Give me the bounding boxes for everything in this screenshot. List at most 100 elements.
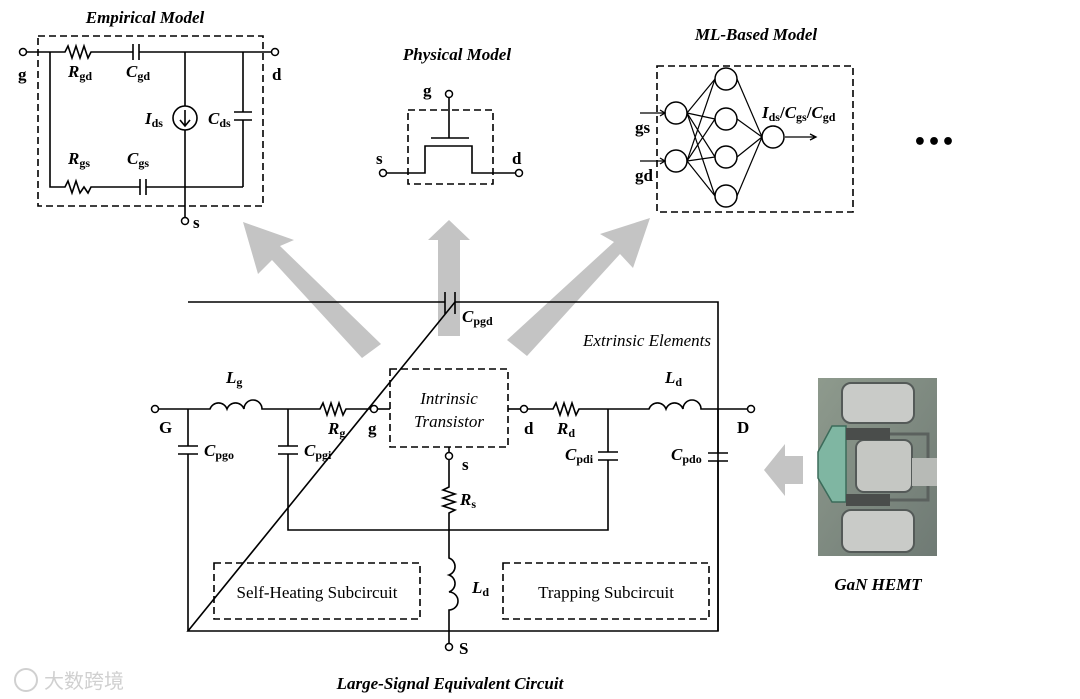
trapping-label: Trapping Subcircuit [538,583,674,602]
intrinsic-line1: Intrinsic [419,389,478,408]
nn-neuron [714,107,738,131]
hemt-title: GaN HEMT [834,575,922,594]
rg-label: Rg [327,419,345,440]
ml-input-gd: gd [635,166,654,185]
nn-connection [686,112,716,197]
physical-g-label: g [423,81,432,100]
cpdi-label: Cpdi [565,445,594,466]
cpgo-label: Cpgo [204,441,234,462]
empirical-d-label: d [272,65,282,84]
rd-label: Rd [556,419,575,440]
s-label: s [462,455,469,474]
d-label: d [524,419,534,438]
d-node [519,404,529,414]
empirical-d-terminal [270,47,280,57]
nn-neuron [714,145,738,169]
g-label: g [368,419,377,438]
drain-wire [527,399,748,418]
nn-connection [736,136,763,158]
physical-gate [431,98,469,139]
ls-label: Ld [471,578,489,599]
nn-connection [736,118,763,138]
current-source-icon [172,105,198,131]
D-label: D [737,418,749,437]
physical-box [407,109,494,185]
inner-loop-wire [287,409,609,531]
watermark-logo-icon [14,668,38,692]
nn-connection [686,112,716,120]
ml-title: ML-Based Model [694,25,818,44]
S-label: S [459,639,468,658]
ml-output-arrow [785,133,818,141]
ml-input-arrows [640,109,667,165]
more-models-ellipsis: ••• [913,130,955,155]
nn-neuron [714,67,738,91]
ml-model: ML-Based Model gs gd Ids/Cgs/Cgd [635,25,854,213]
g-node [369,404,379,414]
S-terminal [444,642,454,652]
ml-input-gs: gs [635,118,651,137]
physical-d-terminal [514,168,524,178]
nn-neuron [664,149,688,173]
rgd-label: Rgd [67,62,92,83]
trapping-box [502,562,710,620]
extrinsic-box [186,301,719,632]
arrow-to-physical [428,220,470,336]
lg-label: Lg [225,368,242,389]
physical-channel [386,145,516,174]
physical-title: Physical Model [402,45,511,64]
self-heating-label: Self-Heating Subcircuit [237,583,398,602]
arrow-to-empirical [243,222,381,358]
empirical-s-terminal [180,216,190,226]
nn-neuron [761,125,785,149]
neural-network-icon [664,67,785,208]
rs-label: Rs [459,490,476,511]
self-heating-box [213,562,421,620]
large-signal-title: Large-Signal Equivalent Circuit [336,674,565,693]
gate-wire [158,399,371,418]
nn-connection [686,112,716,158]
G-label: G [159,418,172,437]
cpdo-label: Cpdo [671,445,702,466]
arrow-to-ml [507,218,650,356]
intrinsic-transistor-box [389,368,509,448]
nn-connection [686,78,716,162]
empirical-g-label: g [18,65,27,84]
gan-hemt-photo: GaN HEMT [817,378,937,594]
nn-connection [686,160,716,197]
empirical-model: Empirical Model g d s Rgd Cgd Ids Cds Rg… [18,8,282,232]
nn-neuron [664,101,688,125]
ids-label: Ids [144,109,163,130]
physical-s-terminal [378,168,388,178]
nn-connection [686,78,716,114]
extrinsic-label: Extrinsic Elements [582,331,711,350]
source-wire [440,460,459,643]
empirical-bottom-wire [49,52,243,196]
empirical-top-wire [26,43,272,61]
intrinsic-line2: Transistor [414,412,484,431]
nn-connection [736,78,763,138]
empirical-g-terminal [18,47,28,57]
ml-box [656,65,854,213]
current-arrow-icon [179,110,191,128]
G-terminal [150,404,160,414]
empirical-box [37,35,264,207]
ld-label: Ld [664,368,682,389]
nn-neuron [714,184,738,208]
empirical-s-label: s [193,213,200,232]
cgd-label: Cgd [126,62,150,83]
cpgi-label: Cpgi [304,441,332,462]
physical-s-label: s [376,149,383,168]
watermark-text: 大数跨境 [44,669,124,693]
cpgd-label: Cpgd [462,307,493,328]
large-signal-circuit: Cpgd Extrinsic Elements Intrinsic Transi… [150,292,756,693]
arrows [243,218,803,496]
s-node [444,451,454,461]
arrow-from-hemt [764,444,803,496]
watermark: 大数跨境 [14,668,124,693]
cgs-label: Cgs [127,149,149,170]
nn-connection [686,156,716,162]
rgs-label: Rgs [67,149,90,170]
cds-label: Cds [208,109,231,130]
